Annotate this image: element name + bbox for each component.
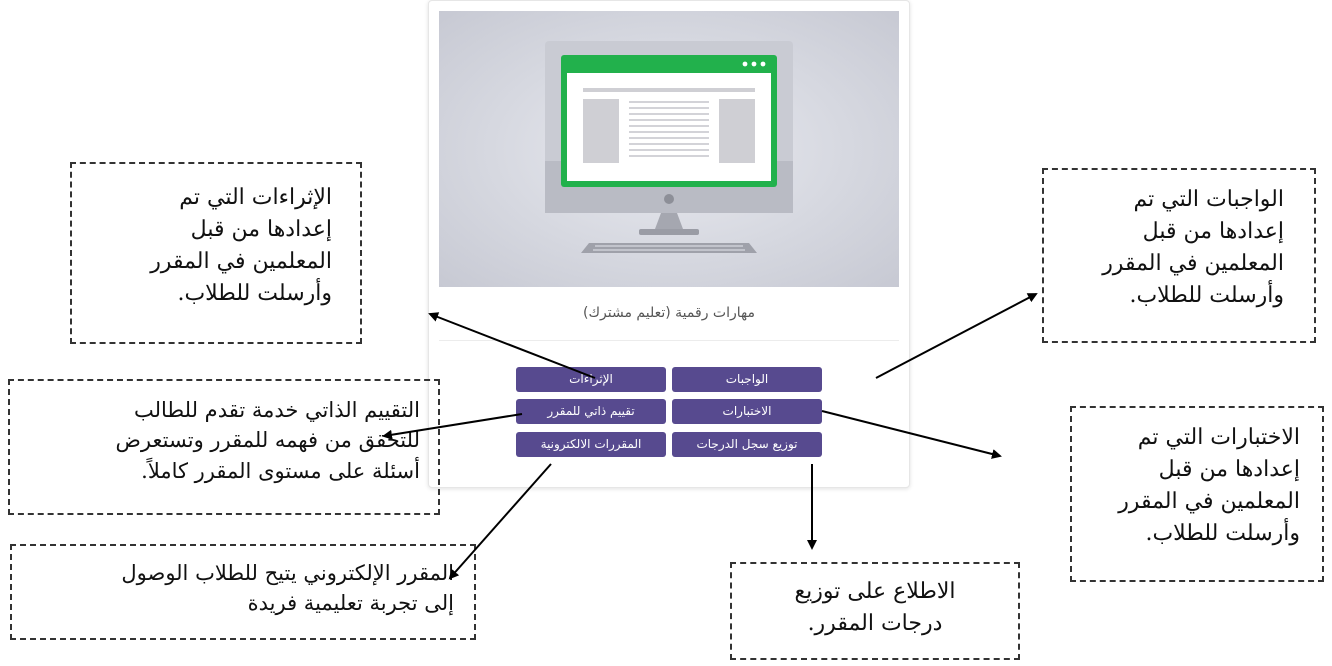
grade-distribution-button[interactable]: توزيع سجل الدرجات xyxy=(672,432,822,457)
callout-self-assessment-text: التقييم الذاتي خدمة تقدم للطالب للتحقق م… xyxy=(115,398,420,483)
computer-monitor-icon xyxy=(545,41,793,253)
callout-e-course-text: المقرر الإلكتروني يتيح للطلاب الوصول إلى… xyxy=(121,561,454,616)
callout-self-assessment: التقييم الذاتي خدمة تقدم للطالب للتحقق م… xyxy=(8,379,440,515)
course-title: مهارات رقمية (تعليم مشترك) xyxy=(583,305,755,321)
callout-tests-text: الاختبارات التي تم إعدادها من قبل المعلم… xyxy=(1118,425,1300,546)
self-assessment-button[interactable]: تقييم ذاتي للمقرر xyxy=(516,399,666,424)
callout-grades: الاطلاع على توزيع درجات المقرر. xyxy=(730,562,1020,660)
assignments-button[interactable]: الواجبات xyxy=(672,367,822,392)
enrichments-button[interactable]: الإثراءات xyxy=(516,367,666,392)
card-divider xyxy=(439,340,899,341)
callout-tests: الاختبارات التي تم إعدادها من قبل المعلم… xyxy=(1070,406,1324,582)
callout-enrichments-text: الإثراءات التي تم إعدادها من قبل المعلمي… xyxy=(150,185,332,306)
callout-e-course: المقرر الإلكتروني يتيح للطلاب الوصول إلى… xyxy=(10,544,476,640)
callout-assignments-text: الواجبات التي تم إعدادها من قبل المعلمين… xyxy=(1102,187,1284,308)
course-card: مهارات رقمية (تعليم مشترك) الواجبات الإث… xyxy=(428,0,910,488)
tests-button[interactable]: الاختبارات xyxy=(672,399,822,424)
e-courses-button[interactable]: المقررات الالكترونية xyxy=(516,432,666,457)
callout-enrichments: الإثراءات التي تم إعدادها من قبل المعلمي… xyxy=(70,162,362,344)
course-image xyxy=(439,11,899,287)
callout-grades-text: الاطلاع على توزيع درجات المقرر. xyxy=(794,579,956,636)
callout-assignments: الواجبات التي تم إعدادها من قبل المعلمين… xyxy=(1042,168,1316,343)
